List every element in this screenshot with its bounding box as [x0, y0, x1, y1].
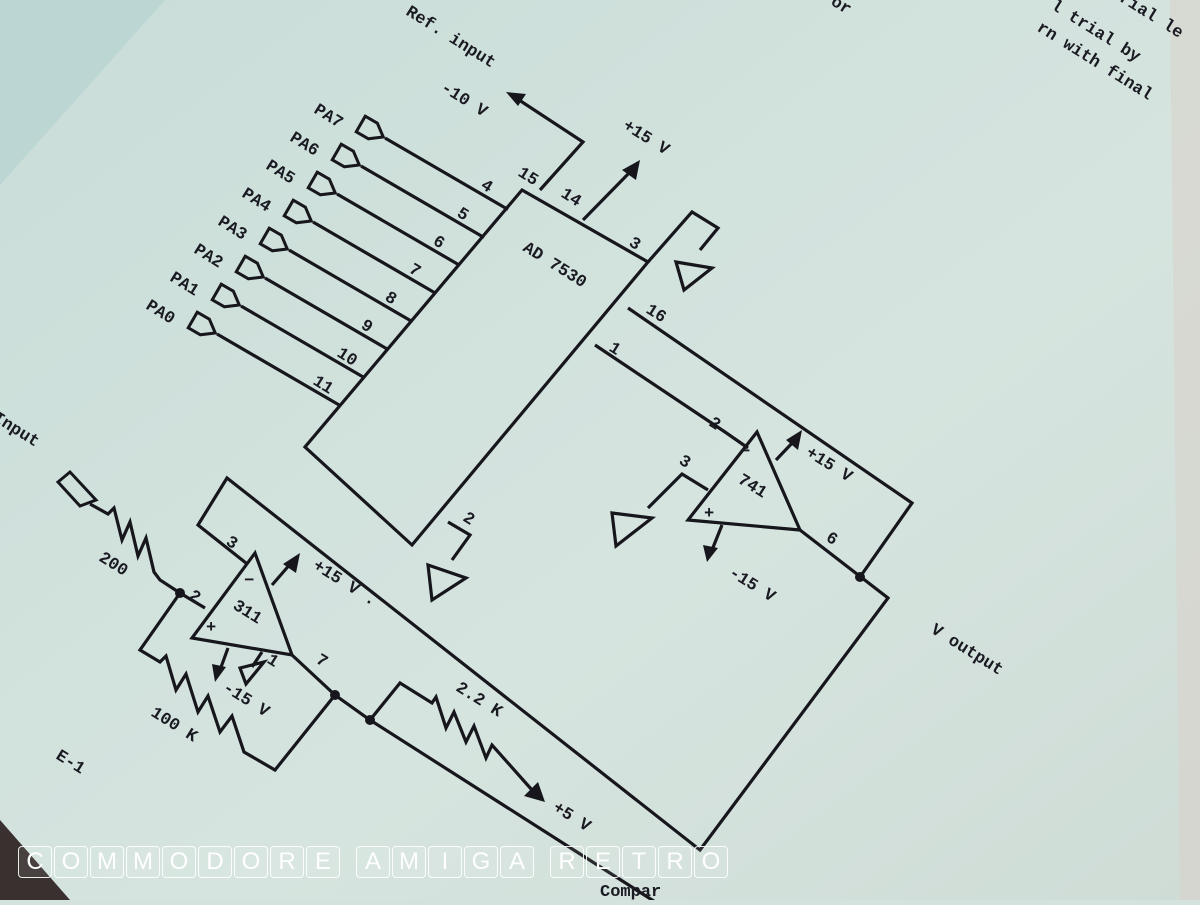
watermark-letter: T [622, 846, 656, 878]
watermark-letter: I [428, 846, 462, 878]
resistor-2-2k [368, 680, 534, 792]
connector-icon [258, 226, 290, 253]
input-connector-icon [55, 469, 99, 508]
comparator-minus: − [244, 572, 254, 591]
vdd-wire [581, 168, 634, 222]
input-wire-pa0 [216, 332, 341, 407]
ref-arrow-icon [506, 92, 526, 106]
output-and-comparator-wire [195, 475, 891, 853]
previous-page-edge [0, 0, 165, 185]
resistor-100k [137, 592, 337, 773]
pin-16-feedback-wire [627, 306, 915, 578]
input-wire-pa6 [360, 164, 485, 239]
watermark-letter: A [500, 846, 534, 878]
watermark-letter: M [126, 846, 160, 878]
comparator-plus: + [206, 619, 216, 638]
output-node [855, 572, 865, 582]
ref-wire [515, 96, 586, 192]
input-wire-pa3 [288, 248, 413, 323]
connector-icon [354, 114, 386, 141]
watermark-letter: E [306, 846, 340, 878]
connector-icon [234, 254, 266, 281]
opamp-ground-icon [610, 511, 657, 549]
watermark-letter: G [464, 846, 498, 878]
watermark-letter: O [54, 846, 88, 878]
watermark-letter [342, 846, 354, 878]
input-wire-pa2 [264, 276, 389, 351]
watermark-letter: R [550, 846, 584, 878]
opamp-741 [684, 428, 803, 532]
comparator-311 [189, 549, 295, 658]
watermark-letter: O [694, 846, 728, 878]
watermark-letter: C [18, 846, 52, 878]
watermark-letter: A [356, 846, 390, 878]
watermark-letter [536, 846, 548, 878]
ground-icon [673, 260, 716, 293]
book-edge-shadow [0, 820, 70, 900]
comparator-output-wire [290, 653, 661, 905]
pin-1-wire [594, 343, 749, 450]
vdd-arrow-icon [622, 160, 640, 180]
connector-icon [186, 310, 218, 337]
chip-gnd-wire [447, 520, 473, 561]
opamp-vneg-arrow-icon [703, 545, 718, 562]
watermark-letter: M [90, 846, 124, 878]
compar-label: Compar [600, 883, 661, 900]
input-wire-pa4 [312, 220, 437, 295]
watermark-letter: M [392, 846, 426, 878]
watermark-letter: R [270, 846, 304, 878]
input-wire-pa5 [336, 192, 461, 267]
watermark-letter: E [586, 846, 620, 878]
opamp-vneg-wire [710, 524, 724, 551]
pin-3-wire [646, 209, 721, 264]
opamp-pin-3-wire [646, 471, 709, 510]
connector-icon [282, 198, 314, 225]
opamp-plus: + [704, 505, 714, 524]
watermark-letter: R [658, 846, 692, 878]
watermark-letter: O [234, 846, 268, 878]
comparator-vneg-arrow-icon [212, 664, 226, 682]
feedback-node [330, 690, 340, 700]
pullup-arrow-icon [524, 782, 545, 802]
opamp-vpos-arrow-icon [786, 430, 802, 450]
connector-icon [330, 142, 362, 169]
connector-icon [210, 282, 242, 309]
input-wire-pa7 [384, 136, 509, 211]
opamp-minus: − [740, 443, 750, 462]
watermark-letter: D [198, 846, 232, 878]
resistor-200 [89, 502, 206, 610]
comparator-ground-icon [237, 659, 269, 688]
input-wire-pa1 [240, 304, 365, 379]
ad7530-chip [302, 187, 651, 548]
chip-ground-icon [426, 562, 470, 603]
comparator-vpos-arrow-icon [283, 553, 300, 573]
connector-icon [306, 170, 338, 197]
right-page-edge [1170, 0, 1200, 900]
watermark-letter: O [162, 846, 196, 878]
